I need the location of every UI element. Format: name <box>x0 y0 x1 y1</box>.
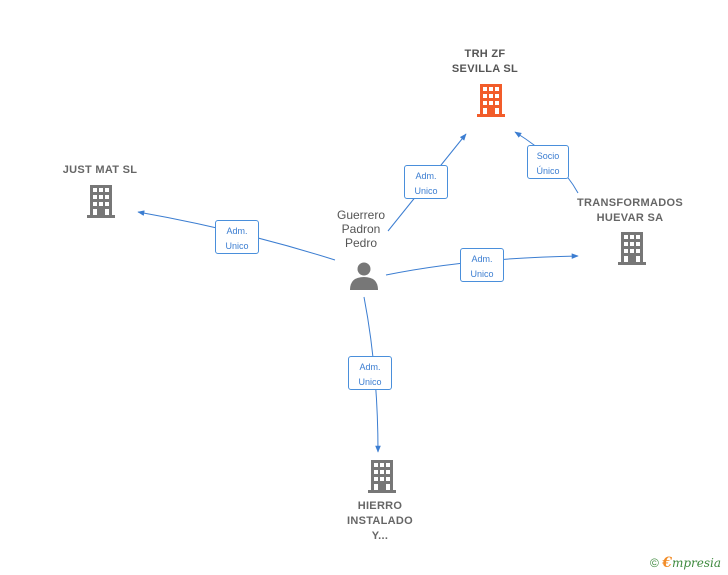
brand-text: mpresia <box>671 556 721 570</box>
badge-line: Único <box>536 166 560 176</box>
edge-badge-person-transformados[interactable]: Adm. Unico <box>460 248 504 282</box>
label-line: HIERRO <box>357 500 403 512</box>
edge-badge-person-hierro[interactable]: Adm. Unico <box>348 356 392 390</box>
footer-brand[interactable]: © €mpresia <box>650 555 721 571</box>
building-icon[interactable] <box>368 460 396 493</box>
badge-line: Unico <box>470 269 494 279</box>
node-label-trh[interactable]: TRH ZF SEVILLA SL <box>430 47 540 77</box>
badge-line: Adm. <box>471 254 493 264</box>
node-label-justmat[interactable]: JUST MAT SL <box>40 163 160 178</box>
label-line: Padron <box>341 222 381 236</box>
badge-line: Adm. <box>226 226 248 236</box>
building-icon[interactable] <box>618 232 646 265</box>
edge-badge-person-justmat[interactable]: Adm. Unico <box>215 220 259 254</box>
label-line: Guerrero <box>336 208 386 222</box>
building-icon[interactable] <box>477 84 505 117</box>
label-line: JUST MAT SL <box>62 164 138 176</box>
label-line: Pedro <box>344 236 378 250</box>
person-icon[interactable] <box>350 262 378 291</box>
edge-badge-transformados-trh[interactable]: Socio Único <box>527 145 569 179</box>
label-line: TRH ZF <box>464 48 506 60</box>
brand-logo: €mpresia <box>662 555 721 571</box>
badge-line: Adm. <box>359 362 381 372</box>
badge-line: Adm. <box>415 171 437 181</box>
edge-badge-person-trh[interactable]: Adm. Unico <box>404 165 448 199</box>
node-label-hierro[interactable]: HIERRO INSTALADO Y... <box>330 499 430 544</box>
label-line: INSTALADO <box>346 515 414 527</box>
label-line: SEVILLA SL <box>451 63 519 75</box>
badge-line: Unico <box>225 241 249 251</box>
badge-line: Unico <box>414 186 438 196</box>
copyright-symbol: © <box>650 556 659 570</box>
node-label-transformados[interactable]: TRANSFORMADOS HUEVAR SA <box>570 196 690 226</box>
node-label-person[interactable]: Guerrero Padron Pedro <box>320 208 402 250</box>
badge-line: Socio <box>536 151 560 161</box>
label-line: TRANSFORMADOS <box>577 197 683 209</box>
label-line: HUEVAR SA <box>596 212 664 224</box>
building-icon[interactable] <box>87 185 115 218</box>
brand-e: € <box>662 555 672 571</box>
label-line: Y... <box>371 530 389 542</box>
badge-line: Unico <box>358 377 382 387</box>
